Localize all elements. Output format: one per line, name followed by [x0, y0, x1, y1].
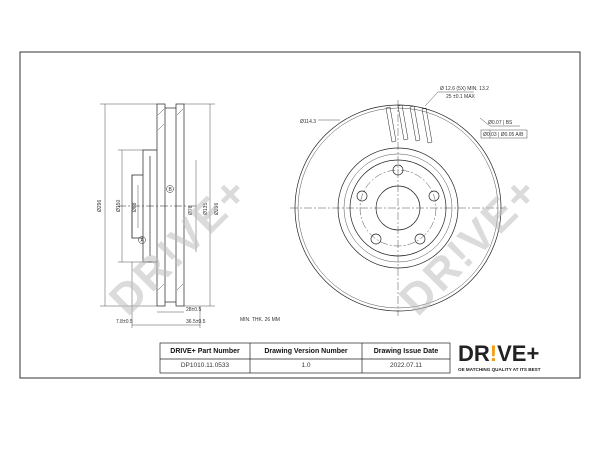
- hole-note-2: 25 ±0.1 MAX: [446, 94, 476, 100]
- dim-centre-bore: Ø76: [188, 205, 194, 215]
- issue-date-label: Drawing Issue Date: [373, 348, 439, 355]
- drive-plus-logo: DR!VE+ OE MATCHING QUALITY AT ITS BEST: [458, 341, 570, 373]
- title-block-grid: [159, 342, 451, 374]
- datum-b-label: B: [169, 187, 173, 193]
- version-label: Drawing Version Number: [264, 348, 348, 355]
- dim-outer-diameter: Ø296: [97, 200, 103, 212]
- datum-a-label: A: [141, 238, 145, 244]
- dim-outer-diameter-2: Ø296: [214, 203, 220, 215]
- runout-note-1: Ø0.07 | BS: [488, 120, 513, 126]
- version-value: 1.0: [301, 362, 311, 369]
- part-number-value: DP1010.11.0533: [180, 362, 230, 369]
- sheet-border: [19, 51, 581, 379]
- pcd-note: Ø114.3: [300, 119, 316, 125]
- side-view: [100, 103, 215, 328]
- logo-brand: DR!VE+: [458, 341, 540, 366]
- logo-tagline: OE MATCHING QUALITY AT ITS BEST: [458, 367, 541, 372]
- dim-hub-inner: Ø68: [132, 202, 138, 212]
- dim-hub-diameter: Ø150: [116, 200, 122, 212]
- part-number-label: DRIVE+ Part Number: [170, 348, 240, 355]
- dim-width-left: 7.8±0.5: [116, 319, 133, 325]
- dim-width-bottom: 36.5±0.5: [186, 319, 206, 325]
- runout-note-2: Ø0.03 | Ø0.05 A/B: [483, 132, 524, 138]
- dim-bore: Ø135: [203, 203, 209, 215]
- dim-width-top: 28±0.5: [186, 307, 201, 313]
- front-view: [290, 91, 528, 316]
- issue-date-value: 2022.07.11: [389, 362, 423, 369]
- hole-note-1: Ø 12.6 (5X) MIN. 13.2: [440, 86, 489, 92]
- min-thickness-note: MIN. THK. 26 MM: [240, 317, 280, 323]
